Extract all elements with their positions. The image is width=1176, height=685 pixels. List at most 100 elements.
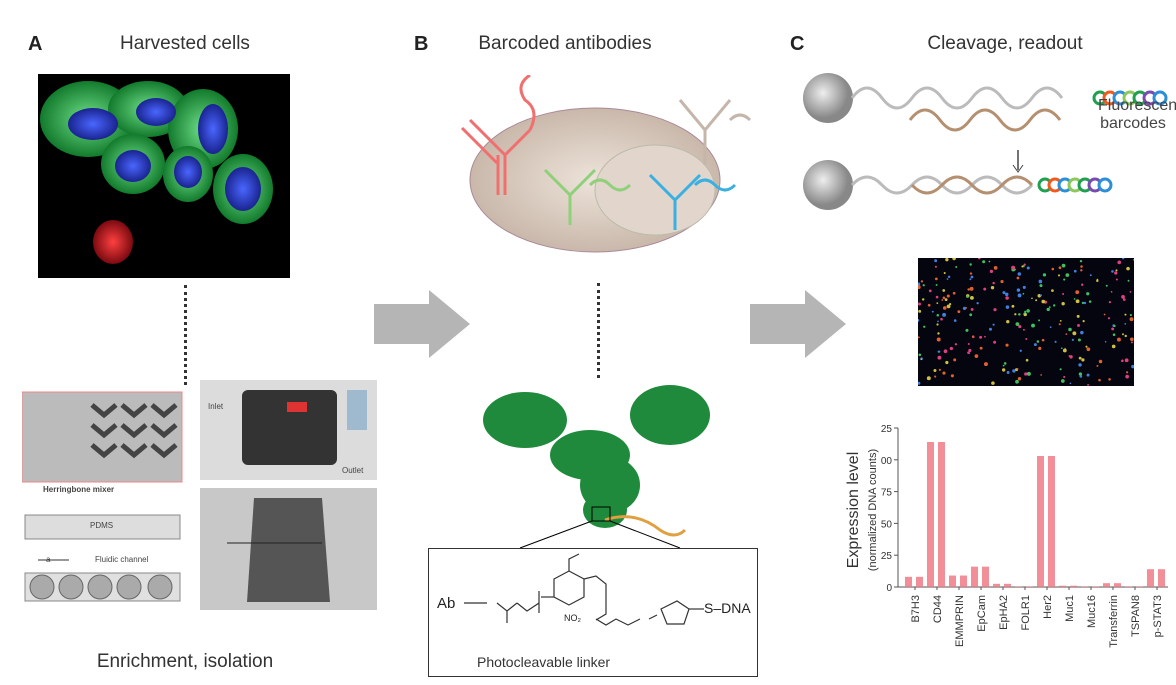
x-tick-label: EpCam xyxy=(976,595,988,632)
bar xyxy=(1125,586,1132,587)
fluorescent-spot xyxy=(934,265,937,268)
bar xyxy=(938,441,945,587)
fluorescent-spot xyxy=(1126,371,1129,374)
x-tick-label: Transferrin xyxy=(1108,595,1120,648)
fluorescent-spot xyxy=(1014,313,1017,316)
fluorescent-spot xyxy=(1081,283,1084,286)
fluorescent-spot xyxy=(1058,323,1061,326)
fluorescent-spot xyxy=(1031,297,1033,300)
fluorescent-spot xyxy=(943,349,948,354)
fluorescent-spot xyxy=(941,299,944,301)
fluorescent-spot xyxy=(1086,347,1091,352)
fluorescent-spot xyxy=(1082,320,1085,323)
bar xyxy=(1059,585,1066,587)
fluorescent-spot xyxy=(976,301,979,305)
fluorescent-spot xyxy=(1069,382,1072,385)
fluorescent-spot xyxy=(1121,359,1124,363)
outlet-label: Outlet xyxy=(342,466,364,475)
fluorescent-spot xyxy=(1018,313,1021,316)
fluorescent-spot xyxy=(946,304,951,309)
fluorescent-spot xyxy=(1059,319,1062,322)
fluorescent-spot xyxy=(1011,265,1016,270)
bar xyxy=(949,575,956,587)
fluorescent-spot xyxy=(965,307,968,309)
fluorescent-spot xyxy=(1075,290,1080,295)
fluorescent-spot xyxy=(937,355,942,360)
fluorescent-spot xyxy=(952,258,956,261)
fluorescent-spot xyxy=(1011,304,1015,308)
fluorescent-spot xyxy=(1026,309,1030,313)
fluorescent-spot xyxy=(1083,301,1087,305)
fluorescent-spot xyxy=(918,302,922,306)
fluorescent-spot xyxy=(1079,259,1083,263)
fluorescent-spot xyxy=(969,263,972,266)
fluorescent-spot xyxy=(1024,310,1027,313)
fluorescent-spot xyxy=(1053,304,1056,307)
x-tick-label: FOLR1 xyxy=(1020,595,1032,630)
fluorescence-readout-image xyxy=(918,258,1134,386)
fluorescent-spot xyxy=(1076,314,1080,318)
fluorescent-spot xyxy=(1096,364,1099,367)
fluorescent-spot xyxy=(1115,278,1118,281)
fluorescent-spot xyxy=(944,298,948,302)
arrow-right-icon xyxy=(750,290,846,358)
fluorescent-spot xyxy=(1098,359,1103,364)
fluorescent-spot xyxy=(942,371,946,375)
fluorescent-spot xyxy=(918,336,920,339)
bar xyxy=(1147,569,1154,587)
x-tick-label: EMMPRIN xyxy=(954,595,966,647)
fluorescent-spot xyxy=(1098,378,1101,382)
x-tick-label: EpHA2 xyxy=(998,595,1010,630)
fluorescent-spot xyxy=(1124,358,1129,363)
fluorescent-spot xyxy=(1042,273,1047,277)
fluorescent-spot xyxy=(918,319,920,322)
linker-chemical-structure: Ab NO₂ S–DNA Photocleavable linker xyxy=(437,553,751,670)
fluorescent-spot xyxy=(928,289,932,293)
bar xyxy=(982,566,989,587)
fluorescent-spot xyxy=(1024,372,1028,376)
fluorescent-spot xyxy=(1063,375,1066,378)
fluorescent-spot xyxy=(982,260,986,264)
fluorescent-spot xyxy=(1031,323,1035,328)
fluorescent-spot xyxy=(1108,300,1111,304)
fluorescent-spot xyxy=(946,294,950,298)
fluorescent-spot xyxy=(1000,279,1004,284)
fluorescent-spot xyxy=(969,313,973,317)
fluorescent-spot xyxy=(970,295,974,300)
fluorescent-spot xyxy=(1057,274,1061,277)
fluorescent-spot xyxy=(967,343,970,346)
barcode-label: Fluorescent barcodes xyxy=(1098,97,1176,133)
fluorescent-spot xyxy=(936,323,939,326)
fluorescent-spot xyxy=(934,277,938,281)
panel-c-label: C xyxy=(790,33,805,55)
fluorescent-spot xyxy=(1086,292,1090,296)
fluorescent-spot xyxy=(1080,330,1084,335)
fluorescent-spot xyxy=(1038,346,1042,350)
fluorescent-spot xyxy=(1026,266,1030,270)
fluorescent-spot xyxy=(992,281,995,285)
fluorescent-spot xyxy=(1073,269,1077,273)
fluorescent-spot xyxy=(1111,270,1114,273)
fluorescent-spot xyxy=(1078,356,1082,360)
x-tick-label: Her2 xyxy=(1042,595,1054,619)
fluorescent-spot xyxy=(1079,375,1083,378)
fluorescent-spot xyxy=(1081,301,1085,305)
fluorescent-spot xyxy=(934,259,938,263)
fluorescent-spot xyxy=(933,368,937,373)
fluorescent-spot xyxy=(1015,379,1019,384)
fluorescent-spot xyxy=(1104,340,1107,343)
fluorescent-spot xyxy=(1005,305,1010,309)
bar xyxy=(905,576,912,587)
fluorescent-spot xyxy=(1026,371,1031,376)
fluorescent-spot xyxy=(1035,299,1038,302)
fluorescent-spot xyxy=(927,303,931,307)
fluorescent-spot xyxy=(1025,337,1028,340)
cell-with-antibodies xyxy=(460,75,752,253)
no2-text: NO₂ xyxy=(564,613,582,623)
fluorescent-spot xyxy=(1080,265,1083,268)
dna-barcode-illustration xyxy=(803,73,1168,210)
fluorescent-spot xyxy=(942,312,947,317)
fluorescent-spot xyxy=(1087,383,1090,386)
fluorescent-spot xyxy=(1121,294,1125,299)
